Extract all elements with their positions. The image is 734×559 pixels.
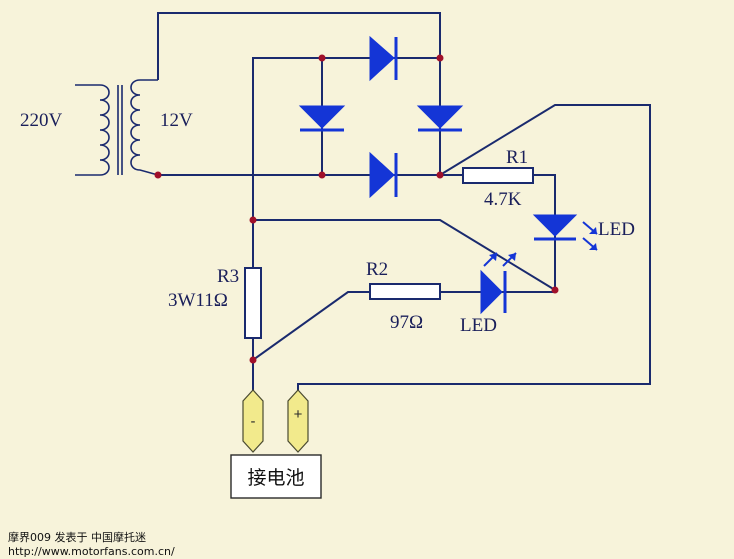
label-led-1: LED xyxy=(598,219,635,240)
label-r1-name: R1 xyxy=(506,147,528,168)
led-1-emission-arrows xyxy=(582,221,598,251)
watermark-line-1: 摩界009 发表于 中国摩托迷 xyxy=(8,530,146,544)
label-r2-name: R2 xyxy=(366,259,388,280)
bridge-diode-bottom xyxy=(369,151,398,199)
battery-box xyxy=(230,454,322,499)
wire-cross-diagonal xyxy=(253,219,556,291)
transformer xyxy=(75,79,159,176)
bridge-diode-left xyxy=(298,105,346,132)
junction-nodes xyxy=(154,54,559,364)
resistor-r3 xyxy=(244,267,262,339)
bridge-diode-top xyxy=(369,35,398,82)
positive-sign: + xyxy=(294,406,303,423)
battery-box-label: 接电池 xyxy=(247,467,304,489)
led-2 xyxy=(480,252,517,315)
wiring xyxy=(157,12,651,392)
label-r3-name: R3 xyxy=(217,266,239,287)
label-r3-value: 3W11Ω xyxy=(168,290,228,311)
resistor-r2 xyxy=(369,283,441,300)
label-r2-value: 97Ω xyxy=(390,312,423,333)
label-secondary-voltage: 12V xyxy=(160,110,193,131)
secondary-coil xyxy=(130,79,159,176)
watermark-line-2: http://www.motorfans.com.cn/ xyxy=(8,545,175,558)
label-r1-value: 4.7K xyxy=(484,189,522,210)
wire-top-loop xyxy=(157,12,441,175)
led-2-emission-arrows xyxy=(483,252,517,267)
resistor-r1 xyxy=(462,167,534,184)
led-1 xyxy=(532,214,598,251)
label-primary-voltage: 220V xyxy=(20,110,63,131)
primary-coil xyxy=(75,84,110,176)
bridge-diode-right xyxy=(416,105,464,132)
negative-terminal: - xyxy=(242,389,264,453)
positive-terminal: + xyxy=(287,389,309,453)
wire-positive-return xyxy=(297,104,651,392)
negative-sign: - xyxy=(251,413,256,430)
label-led-2: LED xyxy=(460,315,497,336)
